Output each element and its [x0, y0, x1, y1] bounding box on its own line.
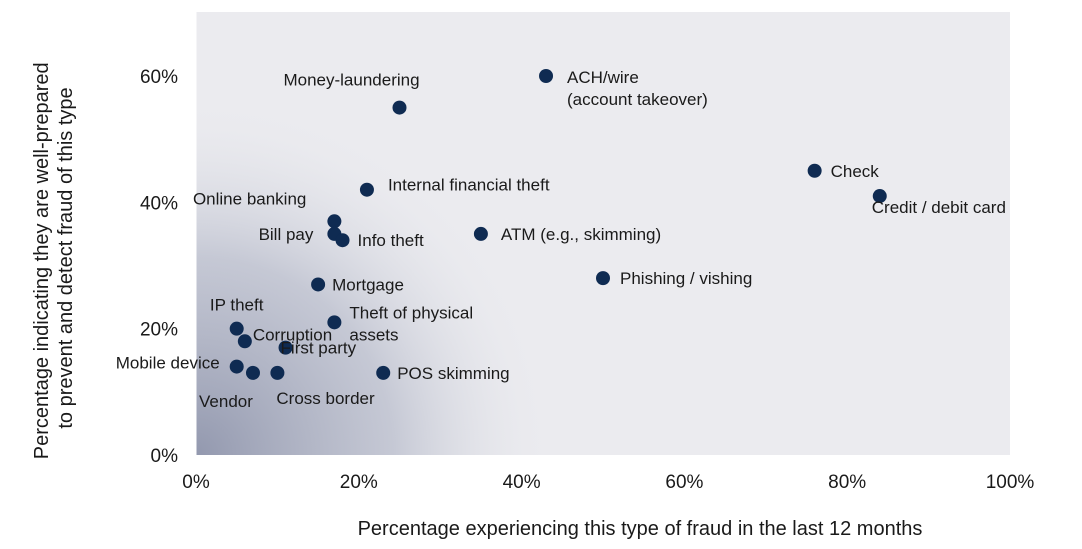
point-label: Corruption [253, 325, 332, 344]
scatter-point [376, 365, 391, 380]
scatter-point [327, 214, 342, 229]
point-label-line: Corruption [253, 325, 332, 344]
point-label-line: Credit / debit card [872, 198, 1006, 217]
point-label: Mortgage [332, 275, 404, 294]
y-tick-label: 0% [151, 446, 179, 467]
point-label: Online banking [193, 189, 306, 208]
point-label-line: Vendor [199, 392, 253, 411]
scatter-point [237, 334, 252, 349]
y-tick-label: 60% [140, 67, 178, 88]
point-label-line: Internal financial theft [388, 176, 550, 195]
point-label: POS skimming [397, 364, 509, 383]
point-label-line: POS skimming [397, 364, 509, 383]
scatter-point [539, 69, 554, 83]
scatter-point [245, 365, 260, 380]
y-axis-title-line-2: to prevent and detect fraud of this type [55, 87, 77, 428]
scatter-point [473, 226, 488, 241]
x-axis-title: Percentage experiencing this type of fra… [358, 518, 923, 540]
y-axis-ticks: 0% 20% 40% 60% [140, 67, 178, 467]
point-label-line: First party [281, 339, 357, 358]
point-label: Money-laundering [283, 71, 419, 90]
point-label-line: Money-laundering [283, 71, 419, 90]
scatter-point [807, 163, 822, 178]
y-tick-label: 40% [140, 193, 178, 214]
scatter-point [270, 365, 285, 380]
point-label-line: ATM (e.g., skimming) [501, 225, 661, 244]
point-label-line: Theft of physical [349, 303, 473, 322]
x-tick-label: 20% [340, 472, 378, 493]
point-label: Mobile device [116, 354, 220, 373]
point-label-line: Info theft [358, 231, 424, 250]
point-label: Check [831, 162, 880, 181]
x-axis-ticks: 0% 20% 40% 60% 80% 100% [182, 472, 1034, 493]
x-tick-label: 0% [182, 472, 210, 493]
y-axis-title-line-1: Percentage indicating they are well-prep… [31, 62, 53, 459]
y-axis-title: Percentage indicating they are well-prep… [31, 57, 77, 459]
scatter-point [596, 271, 610, 286]
point-label: Credit / debit card [872, 198, 1006, 217]
scatter-point [311, 277, 326, 292]
point-label-line: Bill pay [259, 225, 314, 244]
point-label: Vendor [199, 392, 253, 411]
point-label-line: Online banking [193, 189, 306, 208]
point-label: IP theft [210, 296, 264, 315]
point-label: ACH/wire (account takeover) [567, 68, 708, 109]
point-label-line: ACH/wire [567, 68, 639, 87]
scatter-point [229, 321, 244, 336]
point-label-line: Mortgage [332, 275, 404, 294]
point-label-line: (account takeover) [567, 90, 708, 109]
point-label: ATM (e.g., skimming) [501, 225, 661, 244]
point-label-line: Phishing / vishing [620, 269, 752, 288]
point-label: Info theft [358, 231, 424, 250]
x-tick-label: 100% [986, 472, 1035, 493]
point-label-line: Check [831, 162, 880, 181]
point-label: Theft of physical assets [349, 303, 473, 344]
scatter-point [872, 189, 887, 204]
x-tick-label: 80% [828, 472, 866, 493]
data-points [229, 69, 887, 380]
x-tick-label: 40% [503, 472, 541, 493]
x-tick-label: 60% [665, 472, 703, 493]
point-label: First party [281, 339, 357, 358]
scatter-point [392, 100, 407, 115]
y-tick-label: 20% [140, 320, 178, 341]
point-label: Internal financial theft [388, 176, 550, 195]
scatter-point [335, 233, 350, 248]
point-label-line: Mobile device [116, 354, 220, 373]
point-label: Bill pay [259, 225, 314, 244]
point-label: Phishing / vishing [620, 269, 752, 288]
point-label-line: Cross border [276, 389, 375, 408]
scatter-point [359, 182, 374, 197]
scatter-point [229, 359, 244, 374]
scatter-point [327, 315, 342, 330]
point-label: Cross border [276, 389, 375, 408]
data-labels: Money-laundering ACH/wire (account takeove… [116, 68, 1006, 411]
point-label-line: IP theft [210, 296, 264, 315]
point-label-line: assets [349, 325, 398, 344]
scatter-point [278, 340, 293, 355]
